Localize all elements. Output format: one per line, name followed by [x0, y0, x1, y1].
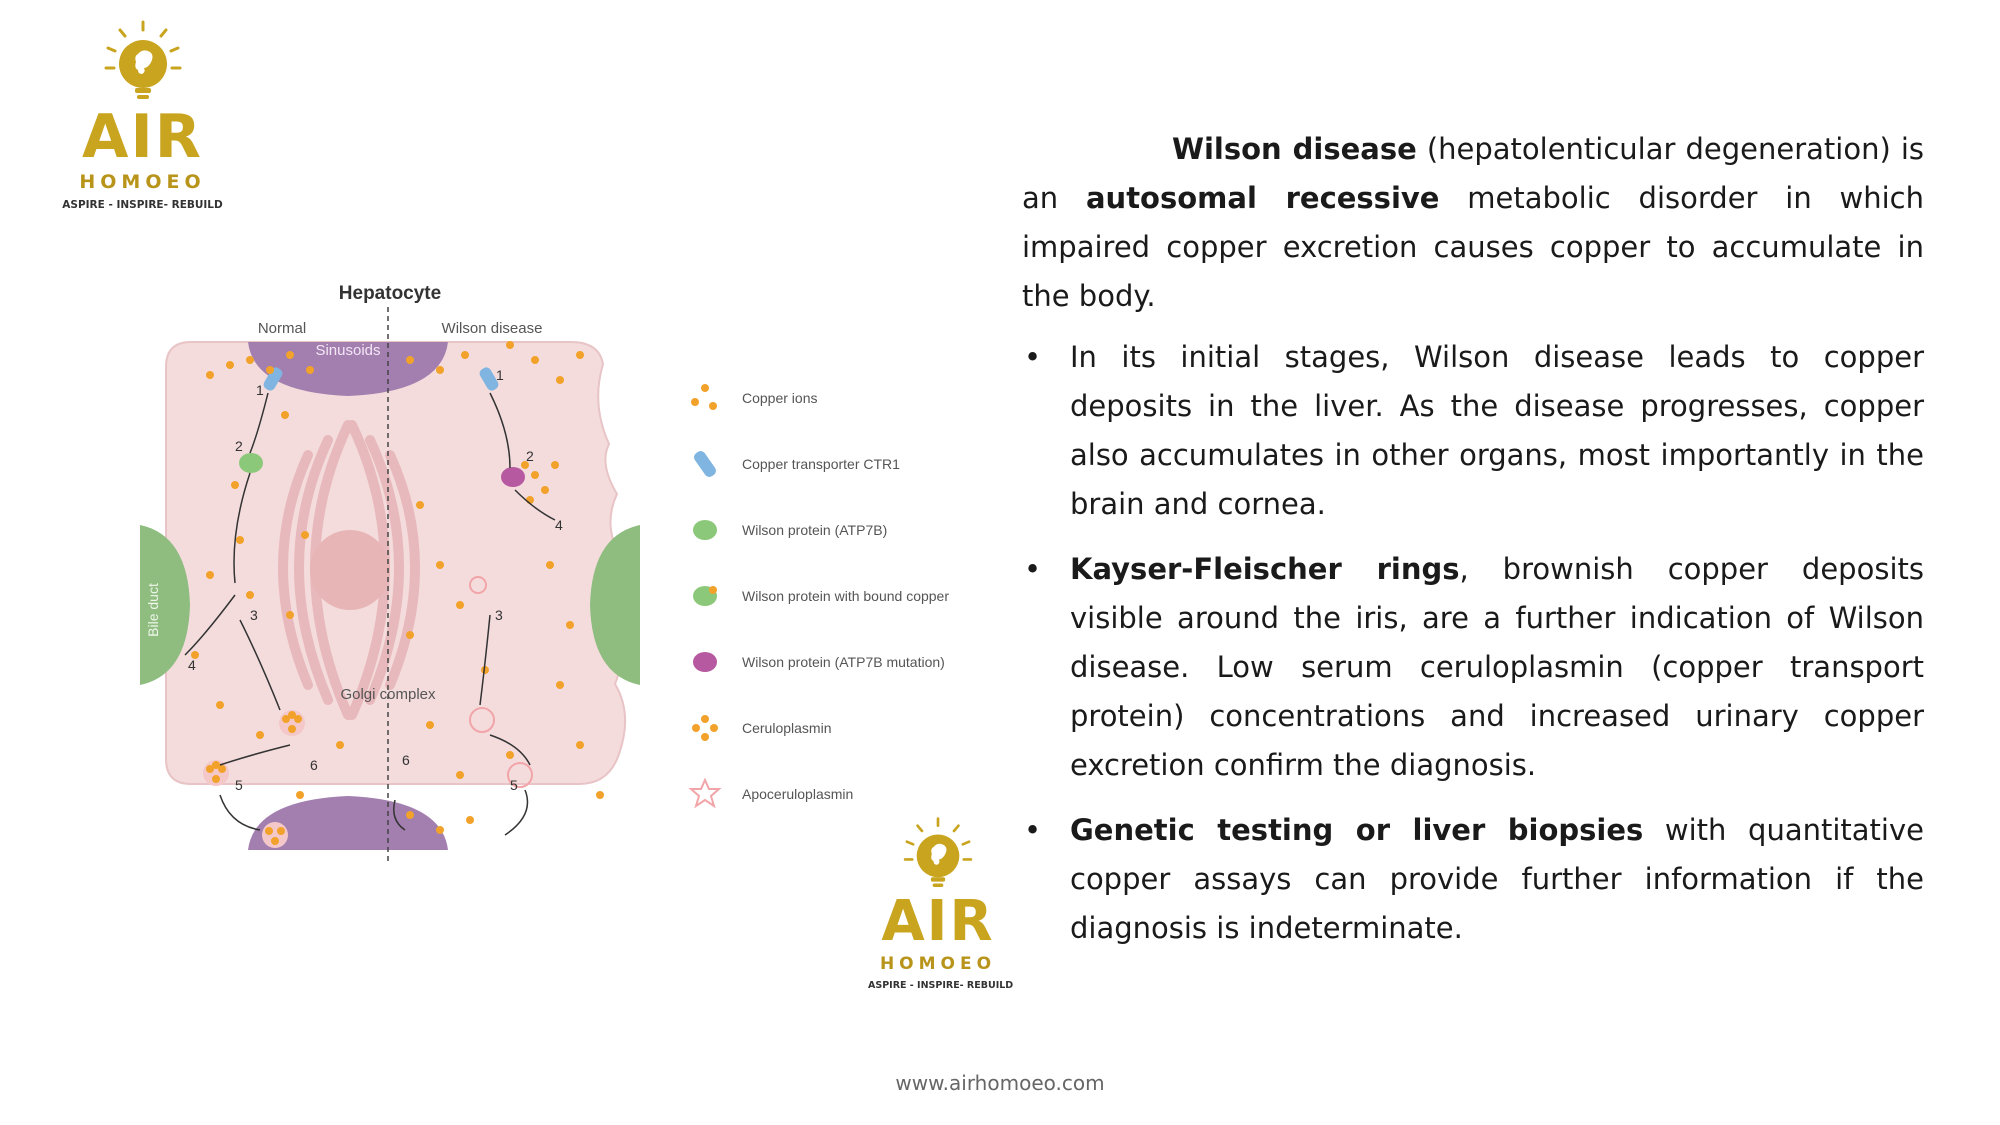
list-item: • In its initial stages, Wilson disease l…: [1022, 333, 1924, 529]
bullet-list: • In its initial stages, Wilson disease l…: [1022, 333, 1924, 953]
copper-ions-icon: [691, 384, 717, 410]
wilson-protein-mutation-icon: [693, 652, 717, 672]
hepatocyte-diagram: Hepatocyte Normal Wilson disease Sinusoi…: [140, 275, 640, 875]
bullet-text: with quantitative copper assays can prov…: [1070, 813, 1924, 945]
copper-transporter-right: [479, 367, 499, 391]
normal-label: Normal: [258, 320, 306, 337]
golgi-label: Golgi complex: [340, 686, 436, 703]
legend-item-wilson-protein-mutation: Wilson protein (ATP7B mutation): [685, 642, 985, 708]
logo-lightbulb-icon: [104, 20, 181, 99]
step-number: 1: [496, 367, 504, 383]
legend-label: Copper transporter CTR1: [742, 456, 900, 472]
bile-duct-label: Bile duct: [145, 583, 161, 637]
term-kayser-fleischer: Kayser-Fleischer rings: [1070, 552, 1460, 586]
legend-item-copper-ions: Copper ions: [685, 378, 985, 444]
logo-brand: AIR: [881, 889, 995, 954]
logo-sub: HOMOEO: [79, 171, 206, 193]
intro-text: metabolic disorder in which impaired cop…: [1022, 181, 1925, 313]
intro-paragraph: Wilson disease (hepatolenticular degener…: [1022, 125, 1924, 321]
legend-item-wilson-protein-bound: Wilson protein with bound copper: [685, 576, 985, 642]
apoceruloplasmin-markers: [469, 576, 533, 788]
step-number: 5: [235, 777, 243, 793]
ceruloplasmin-clusters: [203, 710, 305, 848]
bile-duct-left: [140, 525, 190, 685]
legend-label: Wilson protein with bound copper: [742, 588, 950, 604]
step-number: 4: [555, 517, 563, 533]
wilson-protein-bound-icon: [693, 586, 717, 606]
wilson-label: Wilson disease: [442, 320, 543, 337]
sinusoid-bottom: [248, 796, 448, 850]
apoceruloplasmin-icon: [688, 777, 722, 809]
wilson-protein-icon: [693, 520, 717, 540]
bullet-marker: •: [1024, 813, 1042, 847]
step-number: 6: [402, 752, 410, 768]
step-number: 6: [310, 757, 318, 773]
intro-text: (hepatolenticular degeneration) is an: [1022, 132, 1924, 215]
bile-duct-right: [590, 525, 640, 685]
step-number: 4: [188, 657, 196, 673]
diagram-title: Hepatocyte: [339, 283, 441, 304]
logo-lightbulb-icon: [903, 817, 973, 887]
hepatocyte-diagram-svg: Hepatocyte Normal Wilson disease Sinusoi…: [140, 283, 640, 865]
bullet-text: , brownish copper deposits visible aroun…: [1070, 552, 1924, 782]
step-number: 2: [526, 448, 534, 464]
step-number: 2: [235, 438, 243, 454]
ceruloplasmin-icon: [692, 715, 718, 741]
legend-item-copper-transporter: Copper transporter CTR1: [685, 444, 985, 510]
legend-label: Ceruloplasmin: [742, 720, 832, 736]
bullet-marker: •: [1024, 552, 1042, 586]
bullet-marker: •: [1024, 340, 1042, 374]
logo: AIR HOMOEO ASPIRE - INSPIRE- REBUILD: [55, 18, 230, 211]
nucleus: [310, 530, 390, 610]
sinusoid-top: [248, 342, 448, 396]
step-number: 5: [510, 777, 518, 793]
term-wilson-disease: Wilson disease: [1172, 132, 1417, 166]
logo-brand: AIR: [82, 102, 203, 172]
legend-label: Wilson protein (ATP7B mutation): [742, 654, 945, 670]
website-url[interactable]: www.airhomoeo.com: [895, 1071, 1105, 1095]
legend-label: Copper ions: [742, 390, 818, 406]
wilson-protein-mutated: [501, 467, 525, 487]
sinusoids-label: Sinusoids: [315, 342, 380, 359]
step-number: 1: [256, 382, 264, 398]
diagram-legend: Copper ions Copper transporter CTR1 Wils…: [685, 378, 985, 840]
term-autosomal-recessive: autosomal recessive: [1085, 181, 1440, 215]
list-item: • Kayser-Fleischer rings, brownish copper…: [1022, 545, 1924, 790]
logo-tagline: ASPIRE - INSPIRE- REBUILD: [868, 980, 1014, 991]
content-text: Wilson disease (hepatolenticular degener…: [1022, 125, 1924, 969]
legend-item-apoceruloplasmin: Apoceruloplasmin: [685, 774, 985, 840]
step-arrows: [184, 392, 556, 836]
legend-item-wilson-protein: Wilson protein (ATP7B): [685, 510, 985, 576]
step-number: 3: [250, 607, 258, 623]
step-number: 3: [495, 607, 503, 623]
copper-transporter-left: [263, 367, 283, 391]
copper-ions: [191, 341, 604, 839]
copper-transporter-icon: [694, 451, 716, 477]
logo-tagline: ASPIRE - INSPIRE- REBUILD: [62, 199, 223, 211]
wilson-protein-normal: [239, 453, 263, 473]
logo: AIR HOMOEO ASPIRE - INSPIRE- REBUILD: [868, 815, 1014, 991]
logo-sub: HOMOEO: [879, 954, 997, 974]
legend-item-ceruloplasmin: Ceruloplasmin: [685, 708, 985, 774]
step-numbers: 1 1 2 2 3 3 4 4 5 5 6 6: [188, 367, 563, 793]
legend-label: Wilson protein (ATP7B): [742, 522, 888, 538]
legend-label: Apoceruloplasmin: [742, 786, 854, 802]
bullet-text: In its initial stages, Wilson disease le…: [1070, 340, 1924, 521]
list-item: • Genetic testing or liver biopsies with …: [1022, 806, 1924, 953]
term-genetic-testing: Genetic testing or liver biopsies: [1070, 813, 1644, 847]
